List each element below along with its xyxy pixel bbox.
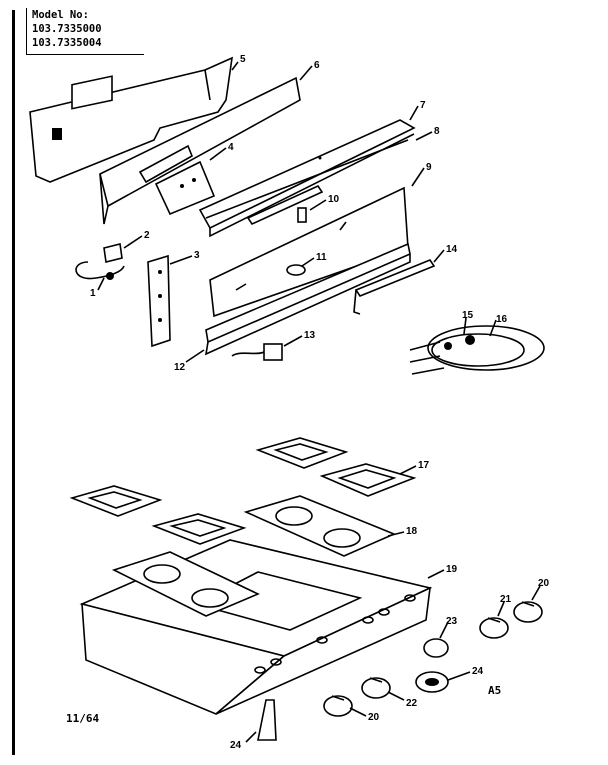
callout-2: 2 (144, 230, 150, 241)
part-bracket (138, 144, 216, 216)
callout-22: 23 (446, 616, 458, 627)
model-label: Model No: (32, 9, 89, 21)
part-knob-20a (513, 601, 543, 623)
part-burner-top-left (111, 551, 260, 617)
callout-12: 12 (174, 362, 186, 373)
part-side-bracket (147, 254, 171, 348)
callout-17: 17 (418, 460, 430, 471)
callout-5: 5 (240, 54, 246, 65)
callout-16: 16 (496, 314, 508, 325)
part-grate-front-right (151, 513, 247, 545)
model-number-1: 103.7335000 (32, 23, 102, 35)
callout-21a: 21 (500, 594, 512, 605)
callout-19: 19 (446, 564, 458, 575)
callout-20b: 20 (368, 712, 380, 723)
callout-9: 9 (426, 162, 432, 173)
callout-1: 1 (90, 288, 96, 299)
part-rod (205, 139, 409, 219)
part-knob-22 (423, 638, 449, 658)
callout-18: 18 (406, 526, 418, 537)
callout-6: 6 (314, 60, 320, 71)
part-knob-20b (323, 695, 353, 717)
part-knob-21b (361, 677, 391, 699)
callout-4: 4 (228, 142, 234, 153)
part-grate-back-right (319, 463, 417, 497)
model-number-box: Model No: 103.7335000 103.7335004 (26, 8, 144, 55)
model-number-2: 103.7335004 (32, 37, 102, 49)
callout-13: 13 (304, 330, 316, 341)
part-bracket-bar (353, 259, 436, 315)
callout-7: 7 (420, 100, 426, 111)
callout-24: 24 (230, 740, 242, 751)
part-switch (75, 243, 125, 280)
part-leg (257, 699, 277, 741)
callout-15: 15 (462, 310, 474, 321)
part-control-panel (198, 119, 416, 238)
part-strip (246, 184, 324, 226)
callout-10: 10 (328, 194, 340, 205)
part-wire-harness (409, 325, 545, 375)
callout-leaders (97, 61, 541, 743)
callout-20a: 20 (538, 578, 550, 589)
part-burner-top-right (243, 495, 397, 557)
part-igniter (231, 343, 283, 361)
date-code: 11/64 (66, 712, 100, 725)
part-back-panel (29, 56, 233, 183)
callout-23: 24 (472, 666, 484, 677)
callout-21b: 22 (406, 698, 418, 709)
part-grate-front-left (69, 485, 163, 517)
part-knob-23 (415, 671, 449, 693)
callout-3: 3 (194, 250, 200, 261)
part-bottom-trim (204, 242, 411, 356)
section-code: A5 (488, 684, 502, 697)
part-knob-21a (479, 617, 509, 639)
callout-11: 11 (316, 252, 327, 263)
left-border-line (12, 10, 15, 755)
callout-14: 14 (446, 244, 458, 255)
part-grate-back-left (255, 437, 349, 469)
callout-8: 8 (434, 126, 440, 137)
